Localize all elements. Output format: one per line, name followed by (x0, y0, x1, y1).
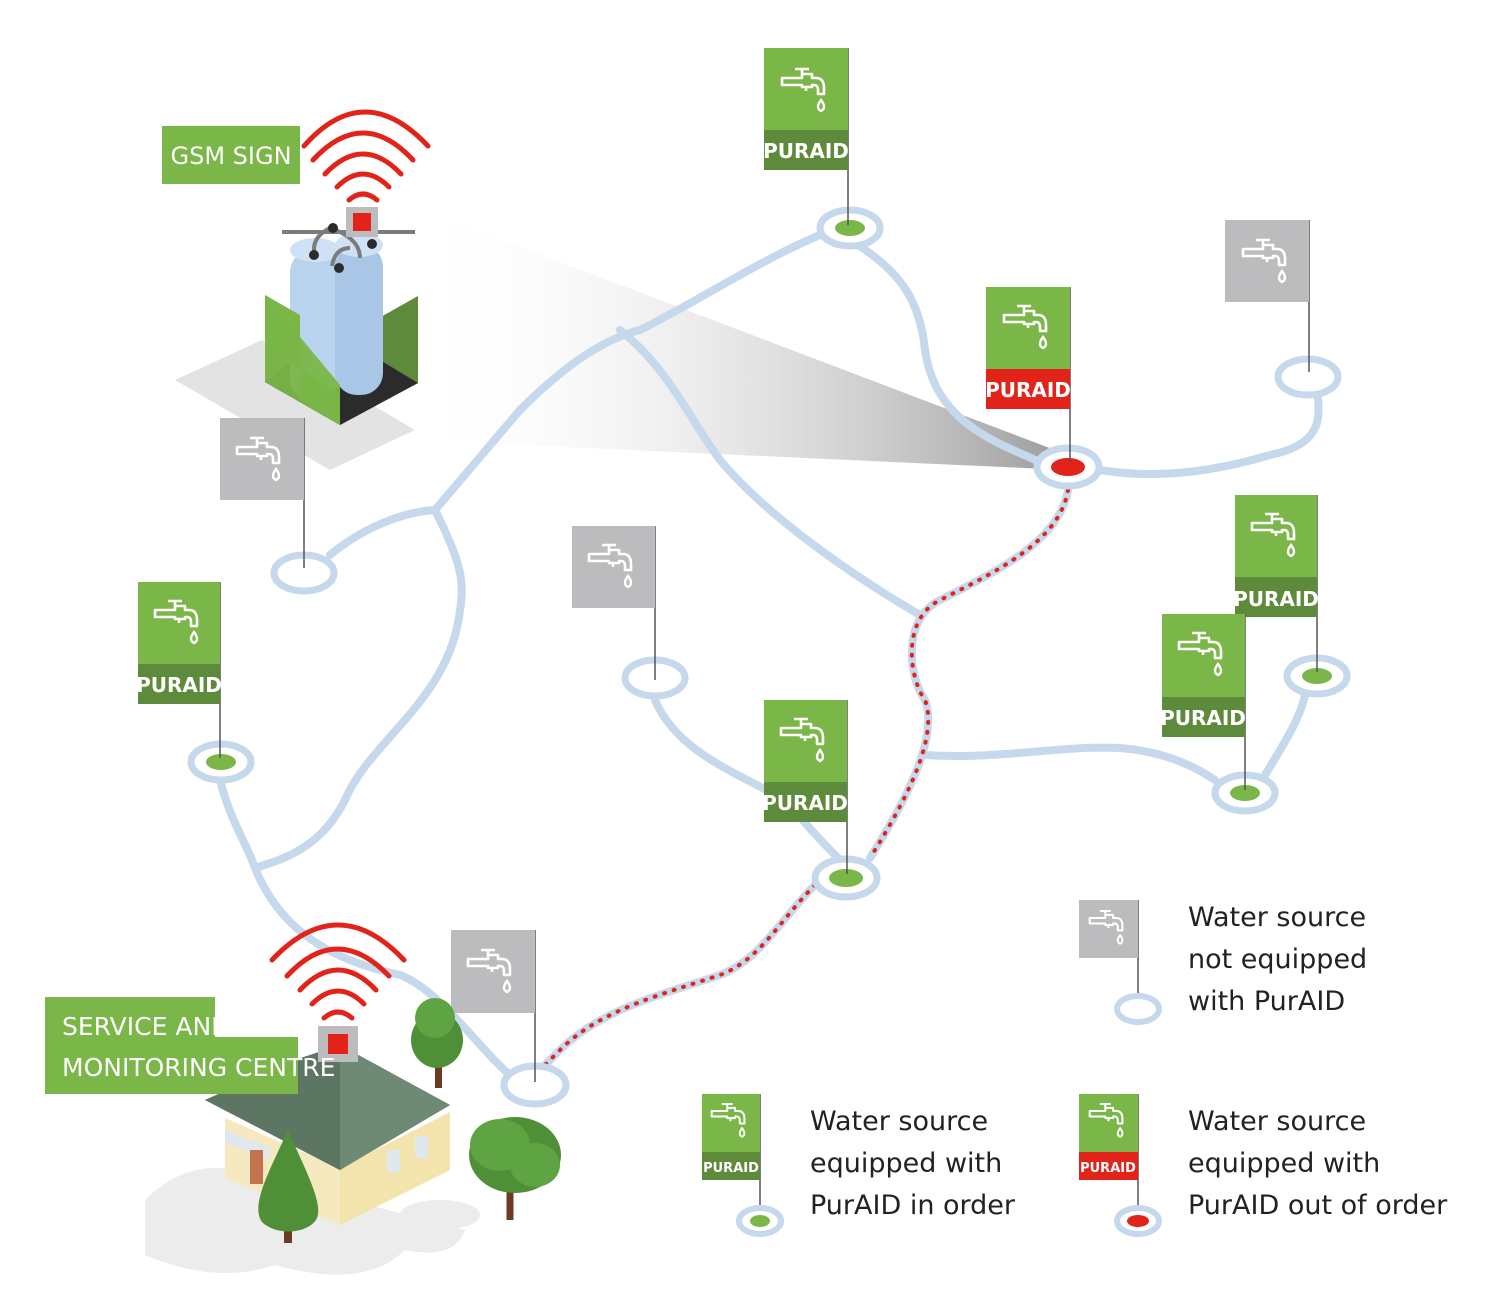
flag-equipped-right-2[interactable]: PURAID (1160, 614, 1246, 790)
flag-equipped-left[interactable]: PURAID (136, 582, 222, 758)
flag-unequipped-left[interactable] (220, 418, 305, 568)
service-centre-label: SERVICE AND MONITORING CENTRE (45, 997, 335, 1094)
tree-icon (411, 998, 463, 1088)
flag-unequipped-bottom[interactable] (451, 930, 536, 1082)
flag-label: PURAID (1160, 706, 1246, 730)
flag-label: PURAID (136, 673, 222, 697)
legend-out-of-order: PURAID Water source equipped with PurAID… (1079, 1094, 1448, 1237)
svg-text:Water source: Water source (810, 1106, 988, 1137)
signal-waves-icon (269, 922, 407, 1021)
svg-text:SERVICE AND: SERVICE AND (62, 1012, 230, 1041)
fault-route (536, 486, 1072, 1074)
svg-text:MONITORING CENTRE: MONITORING CENTRE (62, 1053, 335, 1082)
water-tank-icon (265, 223, 418, 425)
gsm-sign-label: GSM SIGN (162, 126, 300, 184)
tree-icon (469, 1117, 561, 1220)
svg-text:equipped with: equipped with (1188, 1148, 1380, 1179)
node-left-equipped[interactable] (187, 740, 255, 784)
flag-out-of-order[interactable]: PURAID (985, 287, 1071, 462)
node-centre-equipped[interactable] (811, 855, 881, 901)
flag-label: PURAID (985, 378, 1071, 402)
legend-in-order: PURAID Water source equipped with PurAID… (702, 1094, 1016, 1237)
svg-text:with PurAID: with PurAID (1188, 986, 1345, 1017)
flag-equipped-right-1[interactable]: PURAID (1233, 495, 1319, 672)
tank-shadow (175, 340, 415, 470)
flag-label: PURAID (703, 1161, 759, 1176)
node-faulty[interactable] (1033, 444, 1103, 490)
svg-text:Water source: Water source (1188, 1106, 1366, 1137)
flag-equipped-top[interactable]: PURAID (763, 48, 849, 225)
signal-beam (410, 205, 1068, 470)
signal-waves-icon (301, 109, 431, 203)
svg-text:Water source: Water source (1188, 902, 1366, 933)
flag-unequipped-centre[interactable] (572, 526, 656, 680)
svg-text:equipped with: equipped with (810, 1148, 1002, 1179)
svg-text:PurAID out of order: PurAID out of order (1188, 1190, 1448, 1221)
flag-unequipped-right[interactable] (1225, 220, 1310, 372)
flag-label: PURAID (763, 139, 849, 163)
flag-label: PURAID (1233, 587, 1319, 611)
node-top-equipped[interactable] (816, 206, 884, 250)
flag-equipped-centre[interactable]: PURAID (762, 700, 848, 874)
node-right-unequipped[interactable] (1274, 355, 1342, 399)
svg-text:not equipped: not equipped (1188, 944, 1367, 975)
tree-icon (258, 1130, 319, 1243)
svg-text:GSM SIGN: GSM SIGN (170, 142, 291, 170)
gsm-antenna-icon (346, 207, 378, 237)
legend-not-equipped: Water source not equipped with PurAID (1079, 900, 1367, 1025)
svg-text:PurAID in order: PurAID in order (810, 1190, 1016, 1221)
flag-label: PURAID (762, 791, 848, 815)
flag-label: PURAID (1080, 1161, 1136, 1176)
